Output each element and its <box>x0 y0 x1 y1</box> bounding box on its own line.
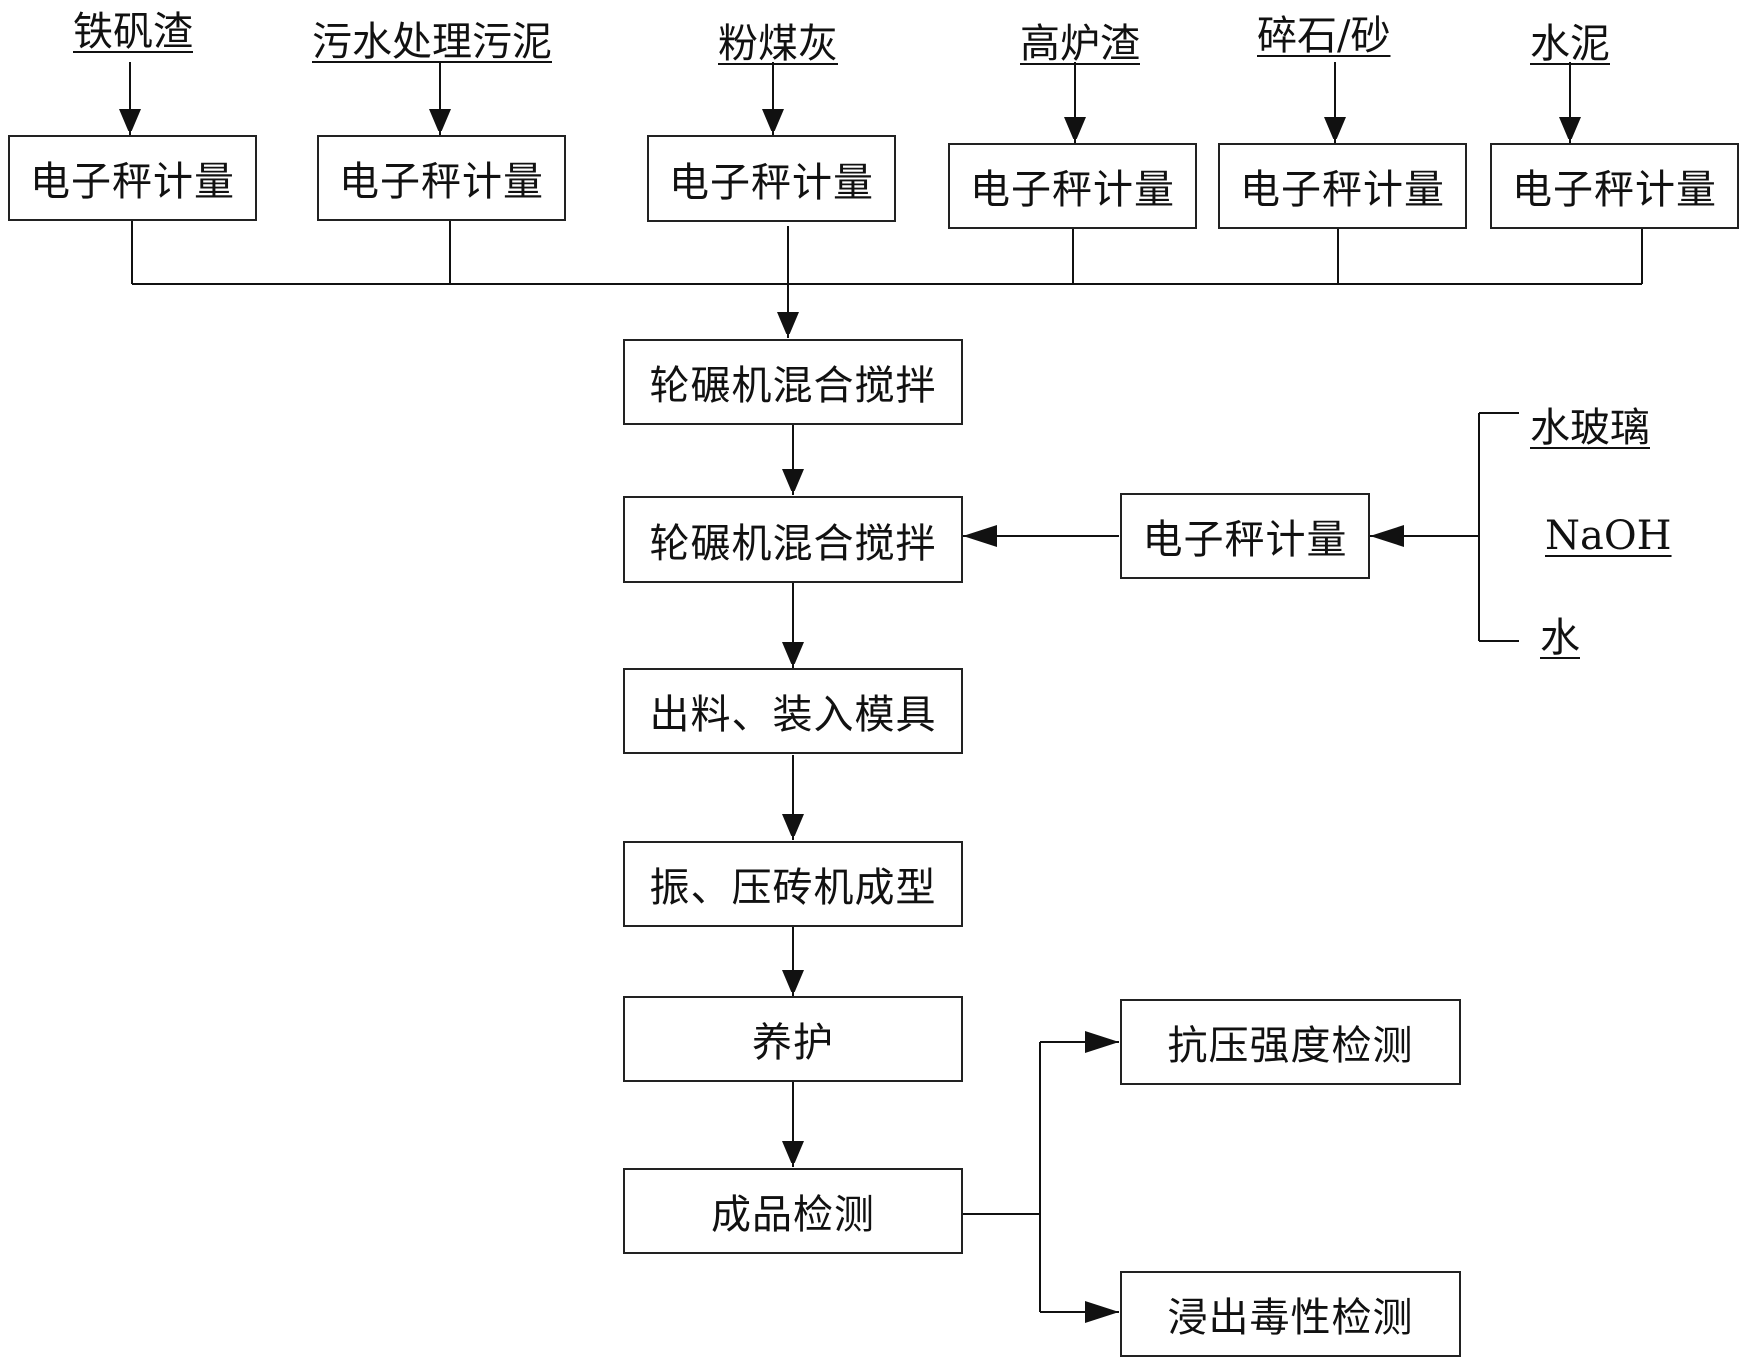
weigh-box-blast-furnace-slag: 电子秤计量 <box>948 143 1197 229</box>
input-fly-ash: 粉煤灰 <box>718 21 838 67</box>
step-product-inspection: 成品检测 <box>623 1168 963 1254</box>
weigh-box-cement: 电子秤计量 <box>1490 143 1739 229</box>
test-leaching-toxicity: 浸出毒性检测 <box>1120 1271 1461 1357</box>
weigh-box-iron-vitriol-slag: 电子秤计量 <box>8 135 257 221</box>
step-mix-1: 轮碾机混合搅拌 <box>623 339 963 425</box>
input-blast-furnace-slag: 高炉渣 <box>1020 21 1140 67</box>
input-iron-vitriol-slag: 铁矾渣 <box>73 9 193 55</box>
weigh-box-fly-ash: 电子秤计量 <box>647 135 896 222</box>
test-compressive-strength: 抗压强度检测 <box>1120 999 1461 1085</box>
step-mix-2: 轮碾机混合搅拌 <box>623 496 963 583</box>
additive-water-glass: 水玻璃 <box>1530 405 1650 451</box>
additive-water: 水 <box>1540 615 1580 661</box>
weigh-box-additives: 电子秤计量 <box>1120 493 1370 579</box>
additive-naoh: NaOH <box>1545 513 1672 559</box>
step-forming: 振、压砖机成型 <box>623 841 963 927</box>
weigh-box-gravel-sand: 电子秤计量 <box>1218 143 1467 229</box>
step-discharge-mould: 出料、装入模具 <box>623 668 963 754</box>
input-gravel-sand: 碎石/砂 <box>1257 13 1391 59</box>
input-cement: 水泥 <box>1530 21 1610 67</box>
weigh-box-sewage-sludge: 电子秤计量 <box>317 135 566 221</box>
input-sewage-sludge: 污水处理污泥 <box>312 19 552 65</box>
step-curing: 养护 <box>623 996 963 1082</box>
